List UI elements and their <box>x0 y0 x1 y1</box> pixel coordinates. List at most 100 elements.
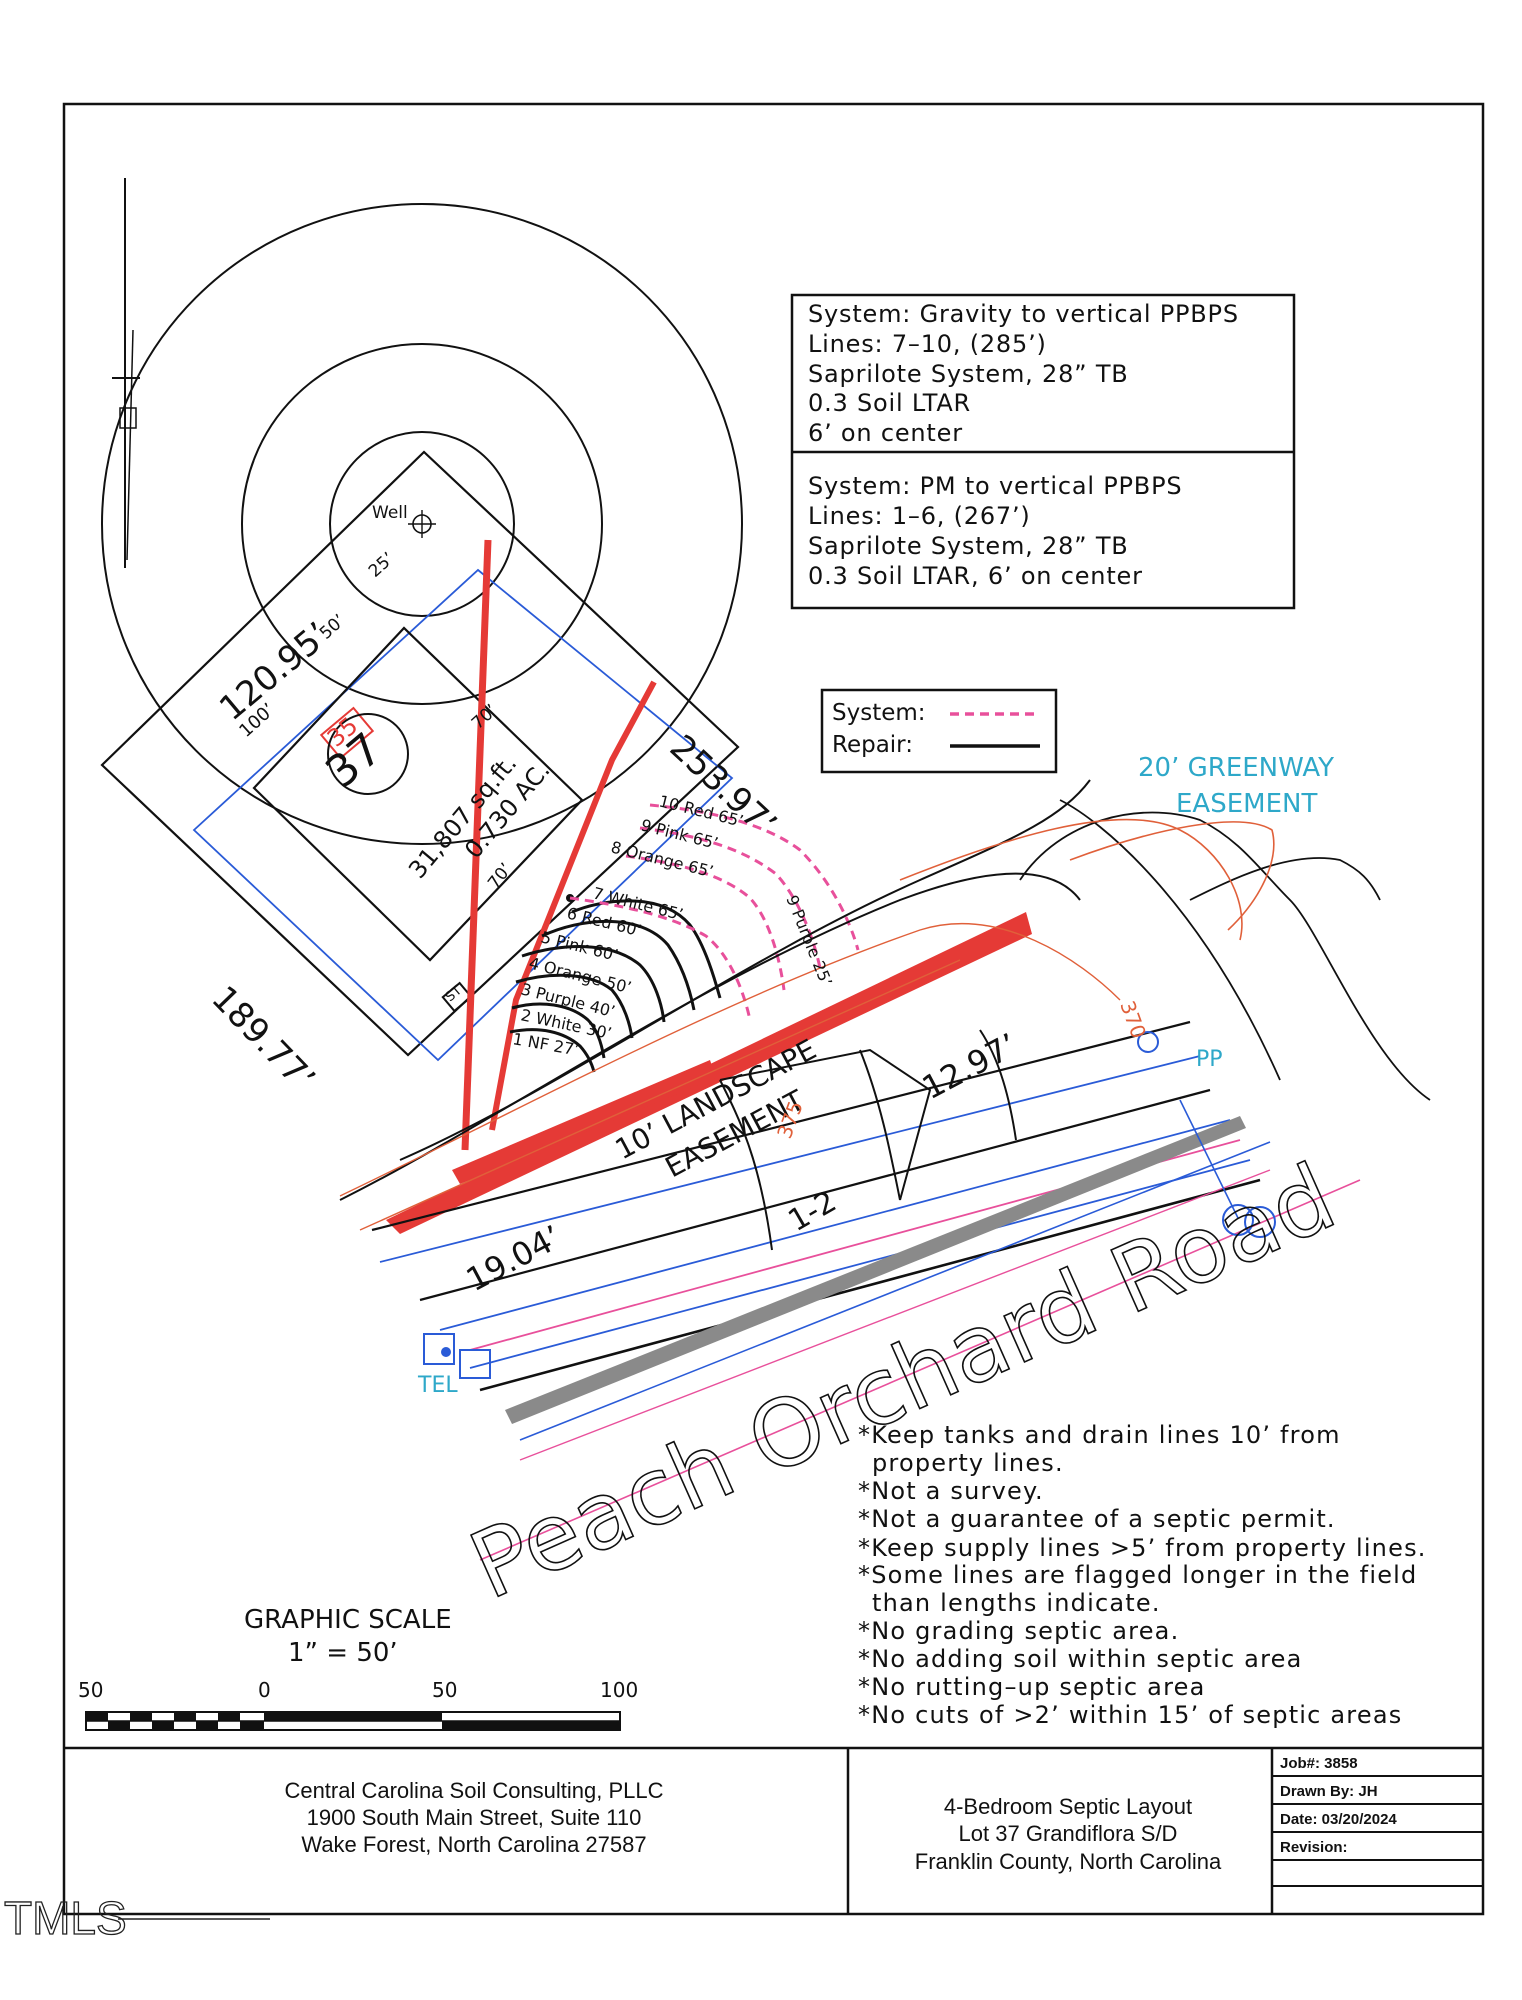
tel-pedestal <box>459 1349 491 1379</box>
dim-road2-label: 19.04’ <box>460 1218 568 1299</box>
primary-system-line: Lines: 7–10, (285’) <box>808 330 1047 358</box>
road-edge <box>519 1141 1271 1441</box>
project-line: Franklin County, North Carolina <box>915 1849 1222 1874</box>
repair-system-line: System: PM to vertical PPBPS <box>808 472 1182 500</box>
scale-segment <box>240 1721 264 1730</box>
tel-label: TEL <box>417 1373 458 1398</box>
primary-system-line: System: Gravity to vertical PPBPS <box>808 300 1239 328</box>
scale-tick-label: 50 <box>432 1678 457 1702</box>
scale-tick-label: 0 <box>258 1678 271 1702</box>
greenway-label: 20’ GREENWAY <box>1138 753 1334 783</box>
road-edge <box>469 1159 1251 1369</box>
scale-tick-label: 50 <box>78 1678 103 1702</box>
scale-segment <box>152 1721 174 1730</box>
scale-tick-label: 100 <box>600 1678 638 1702</box>
road-edge <box>519 1169 1271 1461</box>
system-line-8 <box>625 854 786 991</box>
graphic-scale: GRAPHIC SCALE 1” = 50’ 50 0 50 100 <box>78 1605 638 1731</box>
repair-line-1 <box>509 1028 596 1073</box>
tmls-watermark: TMLS <box>3 1891 270 1945</box>
repair-system-line: Lines: 1–6, (267’) <box>808 502 1031 530</box>
repair-line-2 <box>511 1002 606 1059</box>
drawn-by: Drawn By: JH <box>1280 1783 1378 1800</box>
scale-segment <box>174 1712 196 1721</box>
scale-title: GRAPHIC SCALE <box>244 1605 452 1635</box>
legend-system-label: System: <box>832 700 926 726</box>
scale-segment <box>130 1712 152 1721</box>
sheet-border <box>62 102 1485 1916</box>
house-footprint <box>252 626 584 962</box>
well-setback-25-circle <box>329 431 515 617</box>
site-plan <box>100 178 1431 1561</box>
scale-segment <box>196 1721 218 1730</box>
easement-strip <box>452 1060 716 1184</box>
legend-frame <box>820 688 1058 774</box>
pp-label: PP <box>1196 1047 1223 1072</box>
road-mark-label: 1-2 <box>783 1184 843 1239</box>
septic-tank <box>441 981 473 1013</box>
drawing-date: Date: 03/20/2024 <box>1280 1811 1397 1828</box>
repair-line-3 <box>515 973 634 1039</box>
drain-line-vertical-label: 9 Purple 25’ <box>782 892 836 988</box>
note-line: *No adding soil within septic area <box>858 1645 1303 1673</box>
culvert <box>1244 1206 1276 1238</box>
greenway-label: EASEMENT <box>1176 789 1317 819</box>
supply-line <box>461 539 492 1151</box>
repair-line-5 <box>541 919 696 1011</box>
project-line: 4-Bedroom Septic Layout <box>944 1794 1192 1819</box>
road-centerline <box>479 1179 1361 1561</box>
culvert <box>1222 1204 1254 1236</box>
road-edge <box>439 1119 1231 1331</box>
contour-orange <box>1069 821 1275 931</box>
revision: Revision: <box>1280 1839 1348 1856</box>
note-line: *No rutting–up septic area <box>858 1673 1205 1701</box>
road-edge <box>379 1055 1201 1263</box>
scale-segment <box>108 1721 130 1730</box>
well-setback-50-circle <box>241 343 603 705</box>
contour-orange <box>339 923 1121 1197</box>
note-line: than lengths indicate. <box>872 1589 1161 1617</box>
scale-segment <box>442 1721 620 1730</box>
note-line: *Not a survey. <box>858 1477 1044 1505</box>
contour-line <box>1059 799 1281 1081</box>
scale-segment <box>218 1712 240 1721</box>
notes: *Keep tanks and drain lines 10’ from pro… <box>858 1421 1425 1729</box>
scale-ratio: 1” = 50’ <box>288 1638 398 1668</box>
road-edge <box>479 1178 1261 1392</box>
project-line: Lot 37 Grandiflora S/D <box>959 1821 1178 1846</box>
company-line: 1900 South Main Street, Suite 110 <box>307 1805 642 1830</box>
scale-segment <box>86 1712 108 1721</box>
well-setback-100-circle <box>101 203 743 845</box>
legend: System: Repair: <box>820 688 1058 774</box>
road-edge <box>371 1020 1191 1232</box>
driveway <box>719 1048 932 1201</box>
contour-label: 370 <box>1115 998 1151 1042</box>
primary-system-line: 0.3 Soil LTAR <box>808 389 971 417</box>
note-line: *No cuts of >2’ within 15’ of septic are… <box>858 1701 1402 1729</box>
power-pole <box>1137 1031 1159 1053</box>
contour-line <box>339 872 1081 1201</box>
scale-segment <box>264 1712 442 1721</box>
system-line-10 <box>649 803 860 951</box>
primary-system-line: Saprilote System, 28” TB <box>808 360 1129 388</box>
title-block: Central Carolina Soil Consulting, PLLC 1… <box>64 1746 1483 1914</box>
system-description-box: System: Gravity to vertical PPBPS Lines:… <box>790 293 1296 610</box>
setback-line <box>192 568 734 1062</box>
note-line: *Some lines are flagged longer in the fi… <box>858 1561 1417 1589</box>
primary-system-line: 6’ on center <box>808 419 963 447</box>
adjacent-lot-marker <box>119 407 137 429</box>
system-line-9 <box>639 826 822 969</box>
tel-pedestal <box>423 1333 455 1365</box>
culvert-pipe <box>1179 1099 1239 1219</box>
note-line: *Not a guarantee of a septic permit. <box>858 1505 1336 1533</box>
lot-number-circle <box>327 713 409 795</box>
watermark-text: TMLS <box>4 1892 127 1944</box>
house-dim-label: 70’ <box>468 701 501 734</box>
road-edge <box>419 1088 1211 1302</box>
note-line: *Keep tanks and drain lines 10’ from <box>858 1421 1341 1449</box>
lot-tag-box <box>319 706 375 760</box>
note-line: property lines. <box>872 1449 1064 1477</box>
repair-system-line: 0.3 Soil LTAR, 6’ on center <box>808 562 1143 590</box>
repair-system-line: Saprilote System, 28” TB <box>808 532 1129 560</box>
contour-line <box>399 779 1091 1161</box>
